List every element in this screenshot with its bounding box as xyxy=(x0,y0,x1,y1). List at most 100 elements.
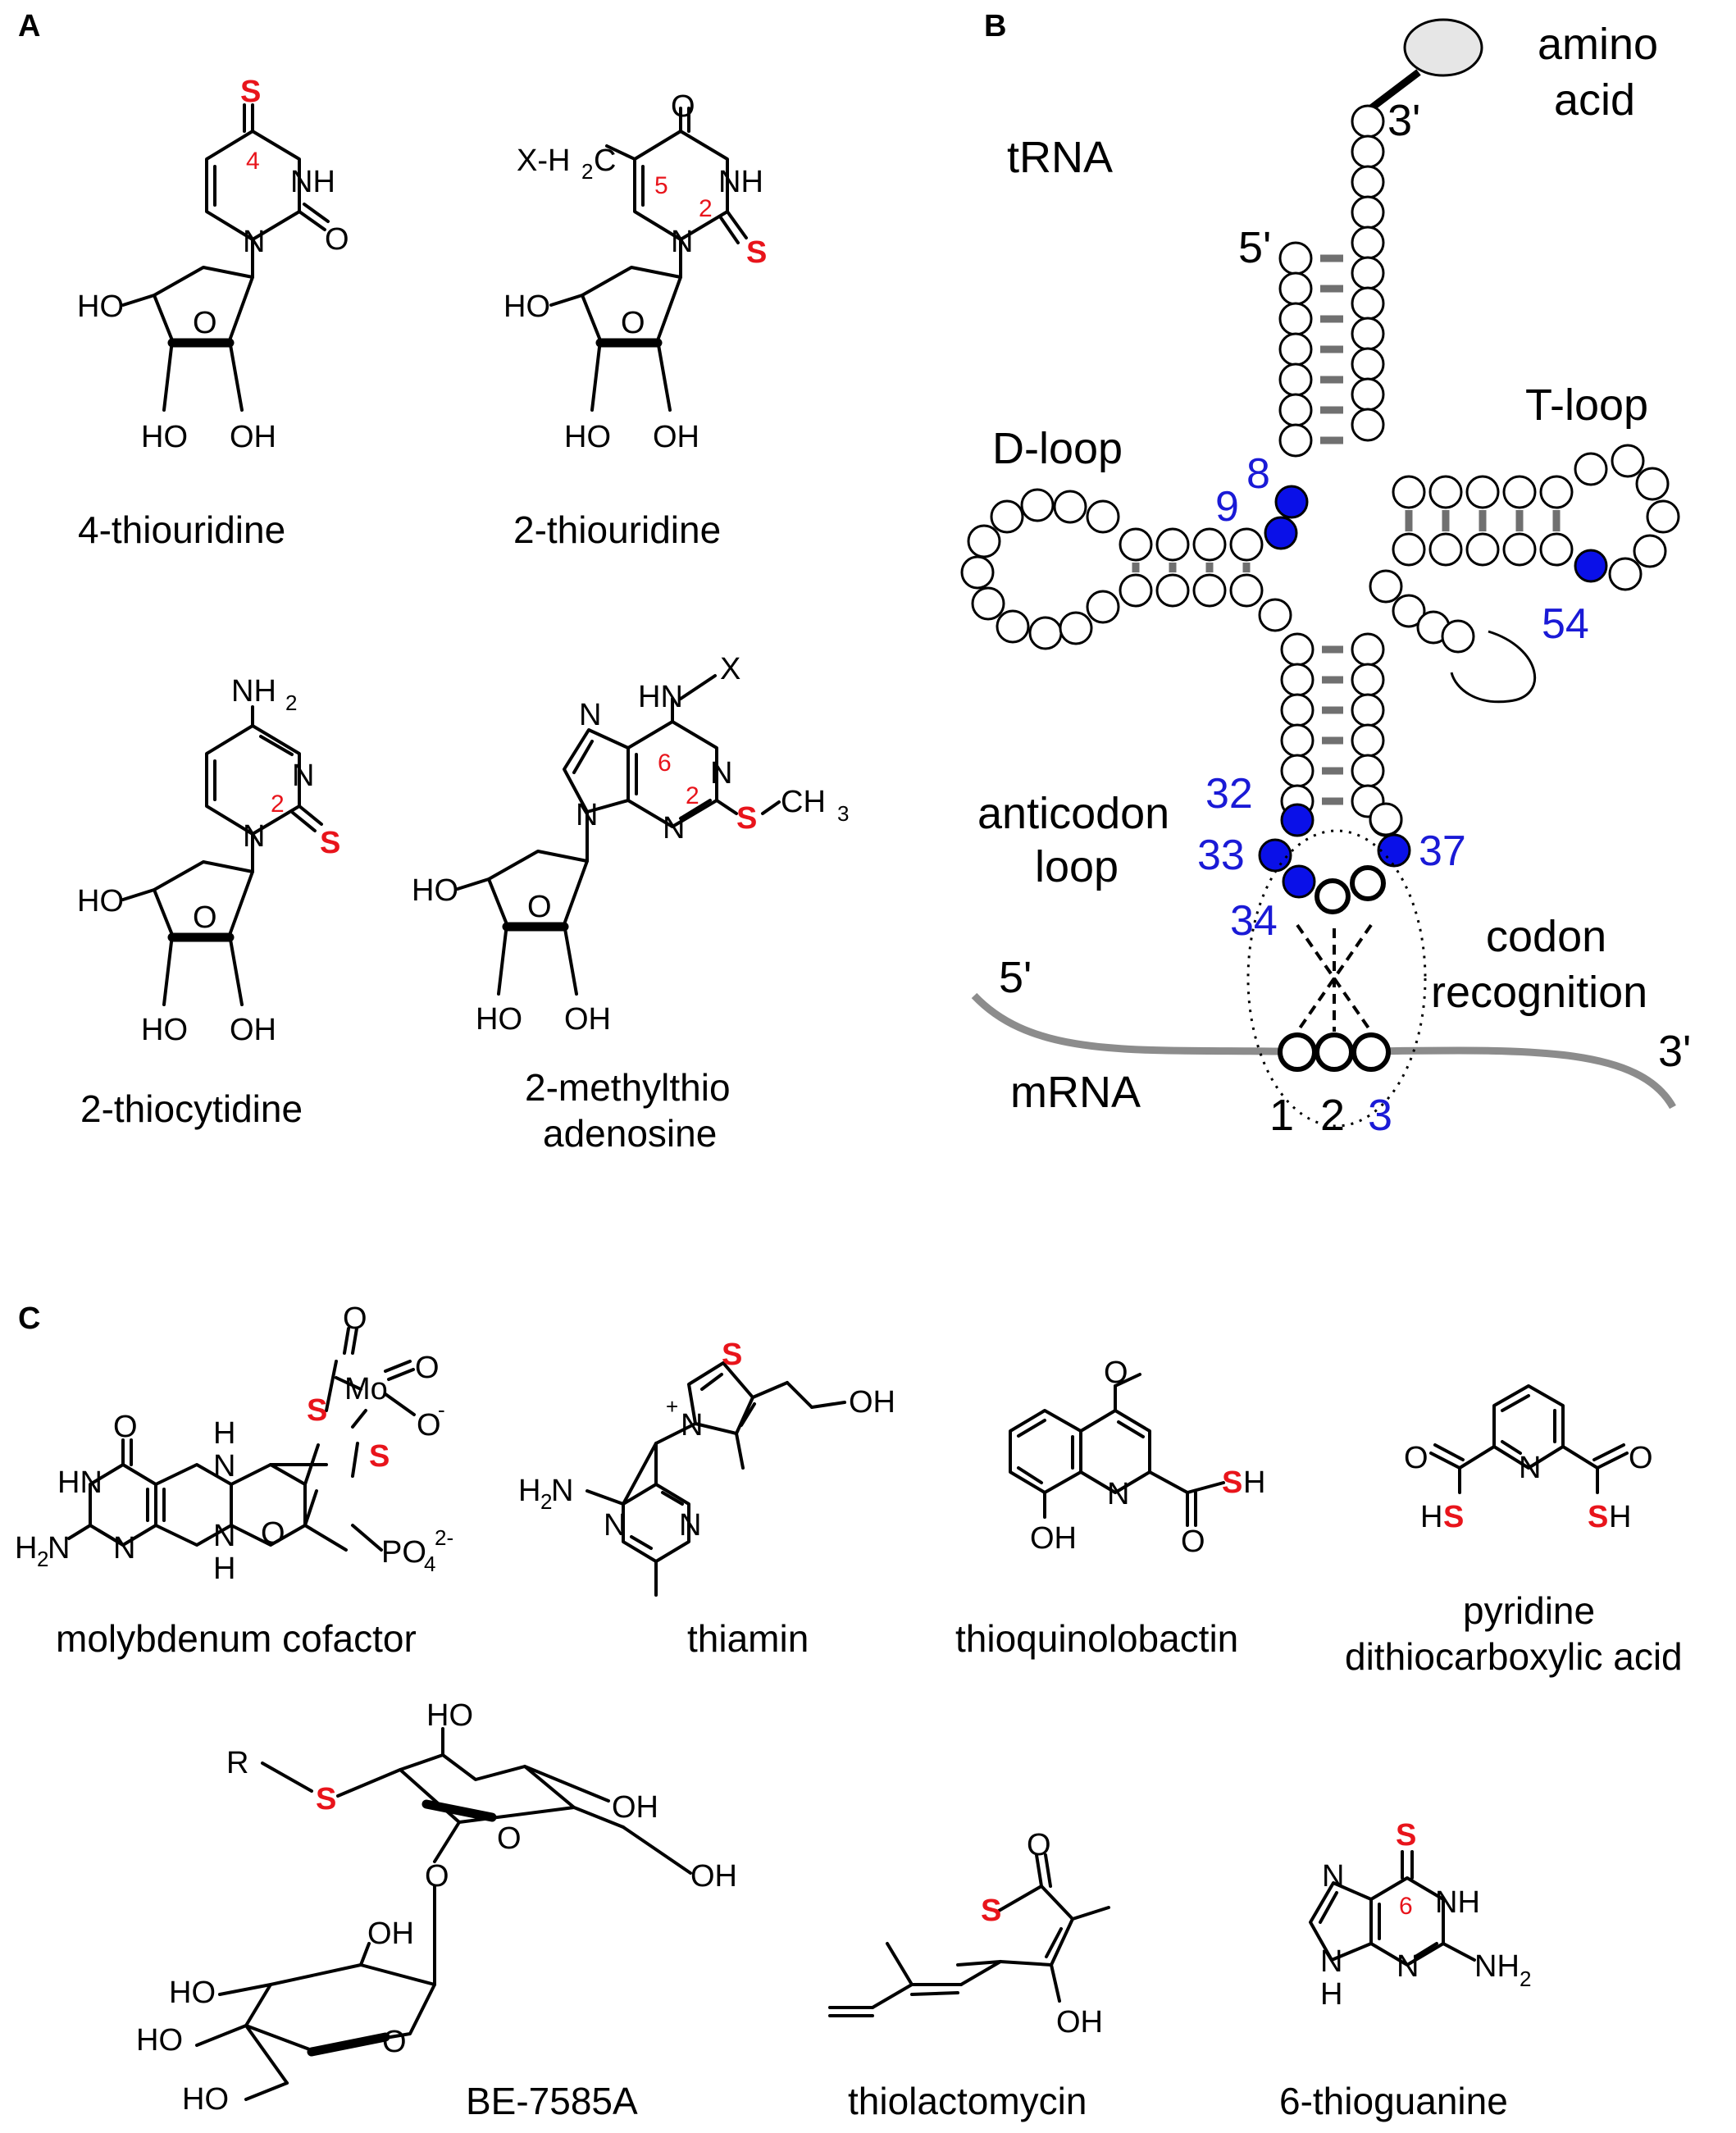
h2n-label: H xyxy=(518,1474,540,1508)
ho5-label: HO xyxy=(503,289,550,324)
n9-h: H xyxy=(1320,1977,1342,2012)
position-8-label: 8 xyxy=(1246,450,1270,498)
nucleotide xyxy=(1351,347,1385,381)
hydroxyl-3: OH xyxy=(690,1859,737,1894)
hydroxyl-7: HO xyxy=(182,2082,229,2117)
nucleotide xyxy=(1351,693,1385,727)
nucleotide xyxy=(1278,302,1313,336)
nucleotide xyxy=(1229,527,1264,562)
codon-recognition-ellipse xyxy=(1246,829,1427,1128)
n3-label: N xyxy=(292,759,314,793)
three-prime-label: 3' xyxy=(1387,96,1420,145)
hn-label: HN xyxy=(638,680,683,714)
h2n-tail: N xyxy=(48,1531,70,1566)
compound-name: 2-thiocytidine xyxy=(80,1087,303,1130)
nh-bottom-n: N xyxy=(213,1519,235,1553)
nucleotide xyxy=(1278,271,1313,306)
ring-nitrogen: N xyxy=(1107,1477,1129,1511)
panel-c-letter: C xyxy=(18,1301,40,1336)
oxide-charge: - xyxy=(438,1397,445,1422)
nucleotide xyxy=(1119,527,1153,562)
mrna-five-prime: 5' xyxy=(999,953,1032,1002)
hydroxyl-label: OH xyxy=(1030,1521,1077,1556)
oxygen-label: O xyxy=(671,89,695,124)
nucleotide xyxy=(960,555,995,590)
nucleotide-37 xyxy=(1377,833,1411,868)
anticodon-label-2: loop xyxy=(1035,842,1119,891)
nucleotide xyxy=(1351,195,1385,230)
nucleotide xyxy=(1278,332,1313,367)
nucleotide xyxy=(1369,569,1403,604)
nucleotide xyxy=(1280,754,1315,788)
nucleotide xyxy=(1155,573,1190,608)
nucleotide xyxy=(1465,475,1500,509)
ring-nitrogen: N xyxy=(113,1531,135,1566)
compound-name: thiamin xyxy=(687,1617,809,1660)
methyl-label: CH xyxy=(781,785,826,819)
sulfur-label: S xyxy=(736,801,757,836)
amino-acid-bond xyxy=(1365,69,1421,114)
oxo-1: O xyxy=(343,1301,367,1336)
thiol-2-s: S xyxy=(1588,1500,1608,1534)
thiol-2-h: H xyxy=(1609,1500,1631,1534)
position-32-label: 32 xyxy=(1205,770,1253,818)
n3-label: N xyxy=(1397,1949,1419,1984)
position-6-label: 6 xyxy=(658,750,672,777)
n1h-label: NH xyxy=(1435,1885,1480,1920)
trna-nucleotides xyxy=(960,104,1680,914)
nucleotide-34 xyxy=(1282,864,1316,899)
compound-2-thiouridine: O X-H 2 C 5 2 NH N S O HO HO OH 2-thiour… xyxy=(503,89,767,551)
codon-label-1: codon xyxy=(1486,912,1606,961)
nucleotide xyxy=(1502,532,1537,567)
ring-oxygen-label: O xyxy=(193,306,217,340)
oxide-label: O xyxy=(417,1408,441,1443)
position-6-label: 6 xyxy=(1399,1893,1413,1920)
ring-n-1: N xyxy=(679,1508,701,1543)
n7-label: N xyxy=(579,698,601,732)
h2n-label: H xyxy=(15,1531,37,1566)
thiol-1-s: S xyxy=(1443,1500,1464,1534)
anticodon-nucleotide xyxy=(1315,878,1351,914)
sulfur-label: S xyxy=(316,1782,336,1816)
sulfur-label: S xyxy=(981,1894,1001,1928)
ring-oxygen-label: O xyxy=(527,890,552,924)
sulfur-label: S xyxy=(1222,1465,1242,1500)
oh3-label: OH xyxy=(653,420,699,454)
nucleotide xyxy=(1502,475,1537,509)
amino-acid-label-2: acid xyxy=(1554,75,1635,125)
nucleotide-32 xyxy=(1280,803,1315,837)
nucleotide xyxy=(1428,532,1463,567)
compound-name-line2: adenosine xyxy=(543,1112,717,1155)
nucleotide xyxy=(1351,723,1385,758)
codon-nucleotide-2 xyxy=(1315,1032,1354,1072)
nucleotide xyxy=(990,499,1024,534)
nucleotide xyxy=(1086,499,1120,534)
codon-number-1: 1 xyxy=(1269,1091,1294,1140)
compound-thiamin: S N + OH H 2 N N N thiamin xyxy=(518,1338,895,1660)
mrna-three-prime: 3' xyxy=(1658,1027,1691,1076)
carbonyl-oxygen: O xyxy=(1027,1828,1051,1862)
carbonyl-oxygen-2: O xyxy=(1629,1441,1653,1475)
nucleotide xyxy=(1351,754,1385,788)
amine-subscript: 2 xyxy=(1520,1967,1531,1991)
compound-name: BE-7585A xyxy=(466,2080,638,2122)
nucleotide xyxy=(1278,362,1313,397)
thiol-1-h: H xyxy=(1420,1500,1442,1534)
nucleotide xyxy=(1258,598,1292,632)
oh3-label: OH xyxy=(230,420,276,454)
compound-thiolactomycin: S O OH thiolactomycin xyxy=(828,1828,1110,2122)
nucleotide xyxy=(996,609,1030,644)
codon-number-3: 3 xyxy=(1368,1091,1392,1140)
nh-top-h: H xyxy=(213,1416,235,1451)
nucleotide xyxy=(1280,632,1315,667)
glycosidic-oxygen: O xyxy=(425,1859,449,1894)
oh3-label: OH xyxy=(564,1002,611,1037)
nucleotide xyxy=(1192,527,1227,562)
nh-label: NH xyxy=(290,165,335,199)
position-2-label: 2 xyxy=(686,782,699,809)
nh-label: NH xyxy=(718,165,763,199)
nucleotide xyxy=(1351,663,1385,697)
nucleotide xyxy=(967,524,1001,558)
position-37-label: 37 xyxy=(1419,827,1466,875)
carbonyl-oxygen: O xyxy=(1181,1525,1205,1559)
